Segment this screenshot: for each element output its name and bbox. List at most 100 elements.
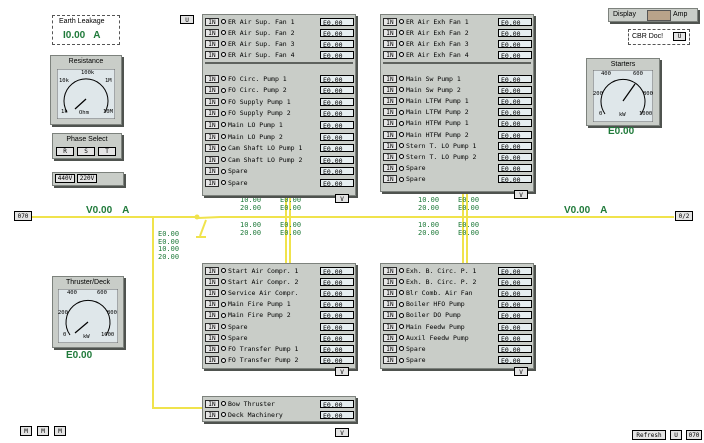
in-button[interactable]: IN: [383, 119, 397, 128]
in-button[interactable]: IN: [205, 17, 219, 26]
in-button[interactable]: IN: [205, 120, 219, 129]
in-button[interactable]: IN: [205, 344, 219, 353]
in-button[interactable]: IN: [383, 300, 397, 309]
in-button[interactable]: IN: [205, 399, 219, 408]
consumer-reading: E0.00: [498, 300, 532, 309]
in-button[interactable]: IN: [205, 74, 219, 83]
in-button[interactable]: IN: [205, 132, 219, 141]
in-button[interactable]: IN: [383, 108, 397, 117]
in-button[interactable]: IN: [383, 175, 397, 184]
panel-d-v-button[interactable]: V: [514, 367, 528, 376]
feeder-d-link: [462, 218, 464, 264]
resistance-tick-10M: 10M: [103, 109, 113, 115]
in-button[interactable]: IN: [205, 109, 219, 118]
in-button[interactable]: IN: [205, 28, 219, 37]
left-feeder-vertical: [152, 216, 154, 408]
in-button[interactable]: IN: [205, 356, 219, 365]
in-button[interactable]: IN: [205, 266, 219, 275]
in-button[interactable]: IN: [383, 141, 397, 150]
phase-r-button[interactable]: R: [56, 147, 74, 156]
status-indicator-icon: [399, 335, 404, 341]
consumer-reading: E0.00: [498, 164, 532, 173]
consumer-reading: E0.00: [320, 144, 354, 153]
panel-c-v-button[interactable]: V: [335, 367, 349, 376]
bottom-m-button-1[interactable]: M: [20, 426, 32, 436]
panel-e-v-button[interactable]: V: [335, 428, 349, 437]
refresh-button[interactable]: Refresh: [632, 430, 666, 440]
panel-a-v-button[interactable]: V: [335, 194, 349, 203]
in-button[interactable]: IN: [383, 356, 397, 365]
in-button[interactable]: IN: [205, 311, 219, 320]
bus-left-id[interactable]: 070: [14, 211, 32, 221]
display-mode[interactable]: Amp: [673, 11, 688, 18]
in-button[interactable]: IN: [205, 97, 219, 106]
in-button[interactable]: IN: [205, 333, 219, 342]
status-indicator-icon: [221, 357, 226, 363]
in-button[interactable]: IN: [383, 266, 397, 275]
bus-right-voltage: V0.00: [564, 205, 591, 216]
in-button[interactable]: IN: [383, 50, 397, 59]
in-button[interactable]: IN: [383, 164, 397, 173]
in-button[interactable]: IN: [383, 333, 397, 342]
in-button[interactable]: IN: [383, 17, 397, 26]
in-button[interactable]: IN: [383, 277, 397, 286]
bottom-right-id[interactable]: 070: [686, 430, 702, 440]
in-button[interactable]: IN: [205, 144, 219, 153]
bus-right-id[interactable]: 0/2: [675, 211, 693, 221]
in-button[interactable]: IN: [205, 178, 219, 187]
phase-t-button[interactable]: T: [98, 147, 116, 156]
bottom-u-button[interactable]: U: [670, 430, 682, 440]
in-button[interactable]: IN: [383, 344, 397, 353]
440v-button[interactable]: 440V: [55, 174, 75, 183]
phase-s-button[interactable]: S: [77, 147, 95, 156]
consumer-reading: E0.00: [320, 288, 354, 298]
consumer-reading: E0.00: [498, 288, 532, 298]
bottom-m-button-2[interactable]: M: [37, 426, 49, 436]
in-button[interactable]: IN: [383, 322, 397, 331]
bottom-m-button-3[interactable]: M: [54, 426, 66, 436]
in-button[interactable]: IN: [383, 130, 397, 139]
top-u-button[interactable]: U: [180, 15, 194, 24]
consumer-label: Main HTFW Pump 1: [406, 119, 469, 128]
in-button[interactable]: IN: [383, 96, 397, 105]
in-button[interactable]: IN: [205, 86, 219, 95]
in-button[interactable]: IN: [205, 288, 219, 297]
display-toggle[interactable]: [647, 10, 671, 21]
status-indicator-icon: [399, 268, 404, 273]
status-indicator-icon: [221, 110, 226, 116]
feeder-a-link2: [289, 192, 291, 216]
in-button[interactable]: IN: [205, 410, 219, 419]
in-button[interactable]: IN: [205, 167, 219, 176]
cbr-u-button[interactable]: U: [673, 32, 686, 41]
in-button[interactable]: IN: [205, 277, 219, 286]
phase-select-panel: Phase Select R S T: [52, 133, 122, 159]
consumer-label: ER Air Sup. Fan 4: [228, 50, 295, 59]
in-button[interactable]: IN: [383, 311, 397, 320]
consumer-reading: E0.00: [320, 322, 354, 332]
in-button[interactable]: IN: [205, 300, 219, 309]
in-button[interactable]: IN: [383, 74, 397, 83]
in-button[interactable]: IN: [383, 152, 397, 161]
220v-button[interactable]: 220V: [77, 174, 97, 183]
in-button[interactable]: IN: [383, 28, 397, 37]
consumer-label: Auxil Feedw Pump: [406, 333, 469, 342]
in-button[interactable]: IN: [205, 155, 219, 164]
in-button[interactable]: IN: [383, 288, 397, 297]
in-button[interactable]: IN: [383, 39, 397, 48]
resistance-title: Resistance: [68, 58, 104, 65]
consumer-reading: E0.00: [498, 152, 532, 162]
in-button[interactable]: IN: [383, 85, 397, 94]
in-button[interactable]: IN: [205, 39, 219, 48]
panel-b-v-button[interactable]: V: [514, 190, 528, 199]
status-indicator-icon: [399, 19, 404, 24]
resistance-unit: Ohm: [79, 110, 89, 116]
in-button[interactable]: IN: [205, 50, 219, 59]
in-button[interactable]: IN: [205, 322, 219, 331]
status-indicator-icon: [221, 19, 226, 24]
